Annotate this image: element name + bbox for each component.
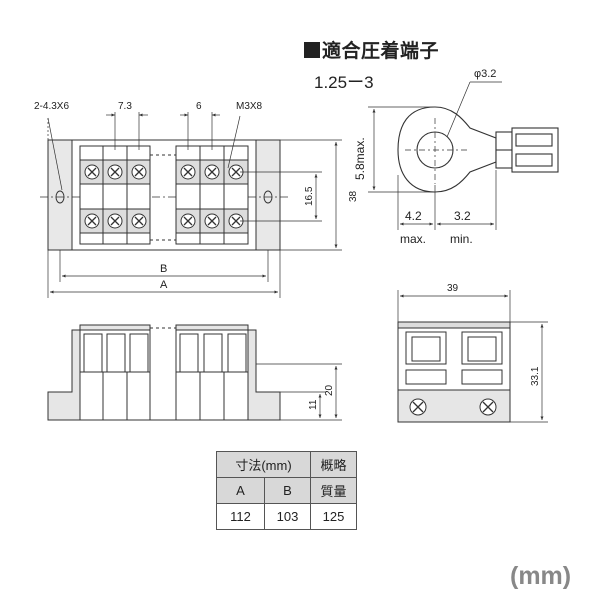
dim-20-label: 20 bbox=[324, 384, 335, 396]
dim-38-label: 38 bbox=[348, 190, 359, 202]
unit-label: (mm) bbox=[510, 562, 572, 590]
terminal-model: 1.25ー3 bbox=[314, 73, 374, 92]
dim-39-label: 39 bbox=[447, 283, 459, 294]
table-cell-b: 103 bbox=[264, 503, 311, 530]
square-bullet-icon bbox=[304, 42, 320, 58]
table-header-mass-2: 質量 bbox=[310, 477, 357, 504]
dim-11-label: 11 bbox=[308, 399, 319, 410]
terminal-block-left bbox=[79, 145, 151, 245]
end-view bbox=[397, 290, 548, 423]
side-view bbox=[47, 324, 342, 421]
table-col-a: A bbox=[216, 477, 265, 504]
terminal-block-right bbox=[175, 145, 249, 245]
table-cell-a: 112 bbox=[216, 503, 265, 530]
dim-4-2-label: 4.2 bbox=[405, 209, 422, 223]
dim-pitch-right-label: 6 bbox=[196, 101, 202, 112]
dim-3-2-note: min. bbox=[450, 232, 473, 246]
table-cell-mass: 125 bbox=[310, 503, 357, 530]
dim-height-label: 5.8max. bbox=[353, 137, 367, 180]
dim-pitch-left-label: 7.3 bbox=[118, 101, 132, 112]
table-row: 112 103 125 bbox=[216, 503, 357, 530]
dim-holes-label: 2-4.3X6 bbox=[34, 101, 69, 112]
dim-b-label: B bbox=[160, 263, 167, 275]
dim-4-2-note: max. bbox=[400, 232, 426, 246]
top-view bbox=[40, 112, 342, 298]
table-header-dims: 寸法(mm) bbox=[216, 451, 311, 478]
dim-33-1-label: 33.1 bbox=[530, 366, 541, 386]
dim-a-label: A bbox=[160, 279, 168, 291]
dim-16-5-label: 16.5 bbox=[304, 186, 315, 206]
crimp-terminal-drawing bbox=[368, 81, 559, 230]
dim-screw-label: M3X8 bbox=[236, 101, 263, 112]
table-header-mass-1: 概略 bbox=[310, 451, 357, 478]
dim-3-2-label: 3.2 bbox=[454, 209, 471, 223]
dim-phi-label: φ3.2 bbox=[474, 68, 496, 80]
table-col-b: B bbox=[264, 477, 311, 504]
fitting-terminal-title: 適合圧着端子 bbox=[304, 36, 439, 63]
dimension-table: 寸法(mm) 概略 A B 質量 112 103 125 bbox=[216, 451, 357, 530]
